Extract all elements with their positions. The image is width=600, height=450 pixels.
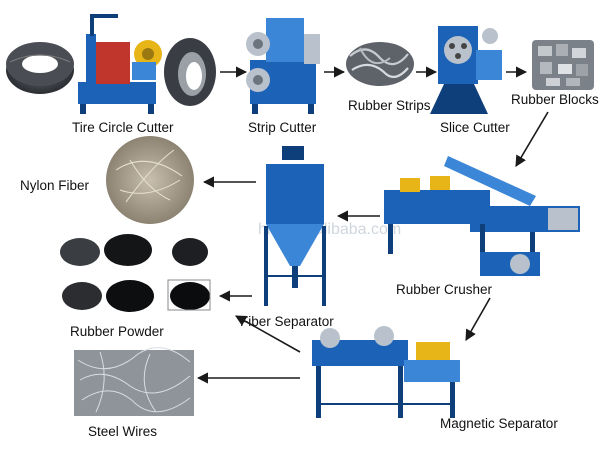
rubber-powder-images	[60, 234, 211, 312]
label-rubber-powder: Rubber Powder	[70, 324, 164, 339]
magnetic-separator-machine	[312, 326, 460, 418]
arrow-to-rubber-crusher	[515, 111, 549, 167]
label-strip-cutter: Strip Cutter	[248, 120, 317, 135]
tire-circle-cutter-machine	[78, 14, 162, 114]
slice-cutter-machine	[430, 26, 502, 114]
label-steel-wires: Steel Wires	[88, 424, 157, 439]
arrow-magnetic-to-rubber-powder	[235, 315, 301, 353]
nylon-fiber-image	[106, 136, 194, 224]
label-fiber-separator: Fiber Separator	[240, 314, 334, 329]
fiber-separator-machine	[264, 146, 326, 306]
rubber-blocks-image	[532, 40, 594, 90]
label-rubber-strips: Rubber Strips	[348, 98, 431, 113]
label-tire-circle-cutter: Tire Circle Cutter	[72, 120, 174, 135]
rubber-strips-image	[346, 42, 414, 86]
label-magnetic-separator: Magnetic Separator	[440, 416, 558, 431]
label-rubber-blocks: Rubber Blocks	[511, 92, 599, 107]
tire-ring-image	[164, 38, 216, 106]
label-nylon-fiber: Nylon Fiber	[20, 178, 90, 193]
steel-wires-image	[74, 347, 194, 416]
label-slice-cutter: Slice Cutter	[440, 120, 510, 135]
strip-cutter-machine	[246, 18, 320, 114]
label-rubber-crusher: Rubber Crusher	[396, 282, 493, 297]
rubber-crusher-machine	[384, 156, 580, 276]
tire-image	[6, 42, 74, 94]
arrow-to-magnetic-separator	[465, 297, 491, 341]
